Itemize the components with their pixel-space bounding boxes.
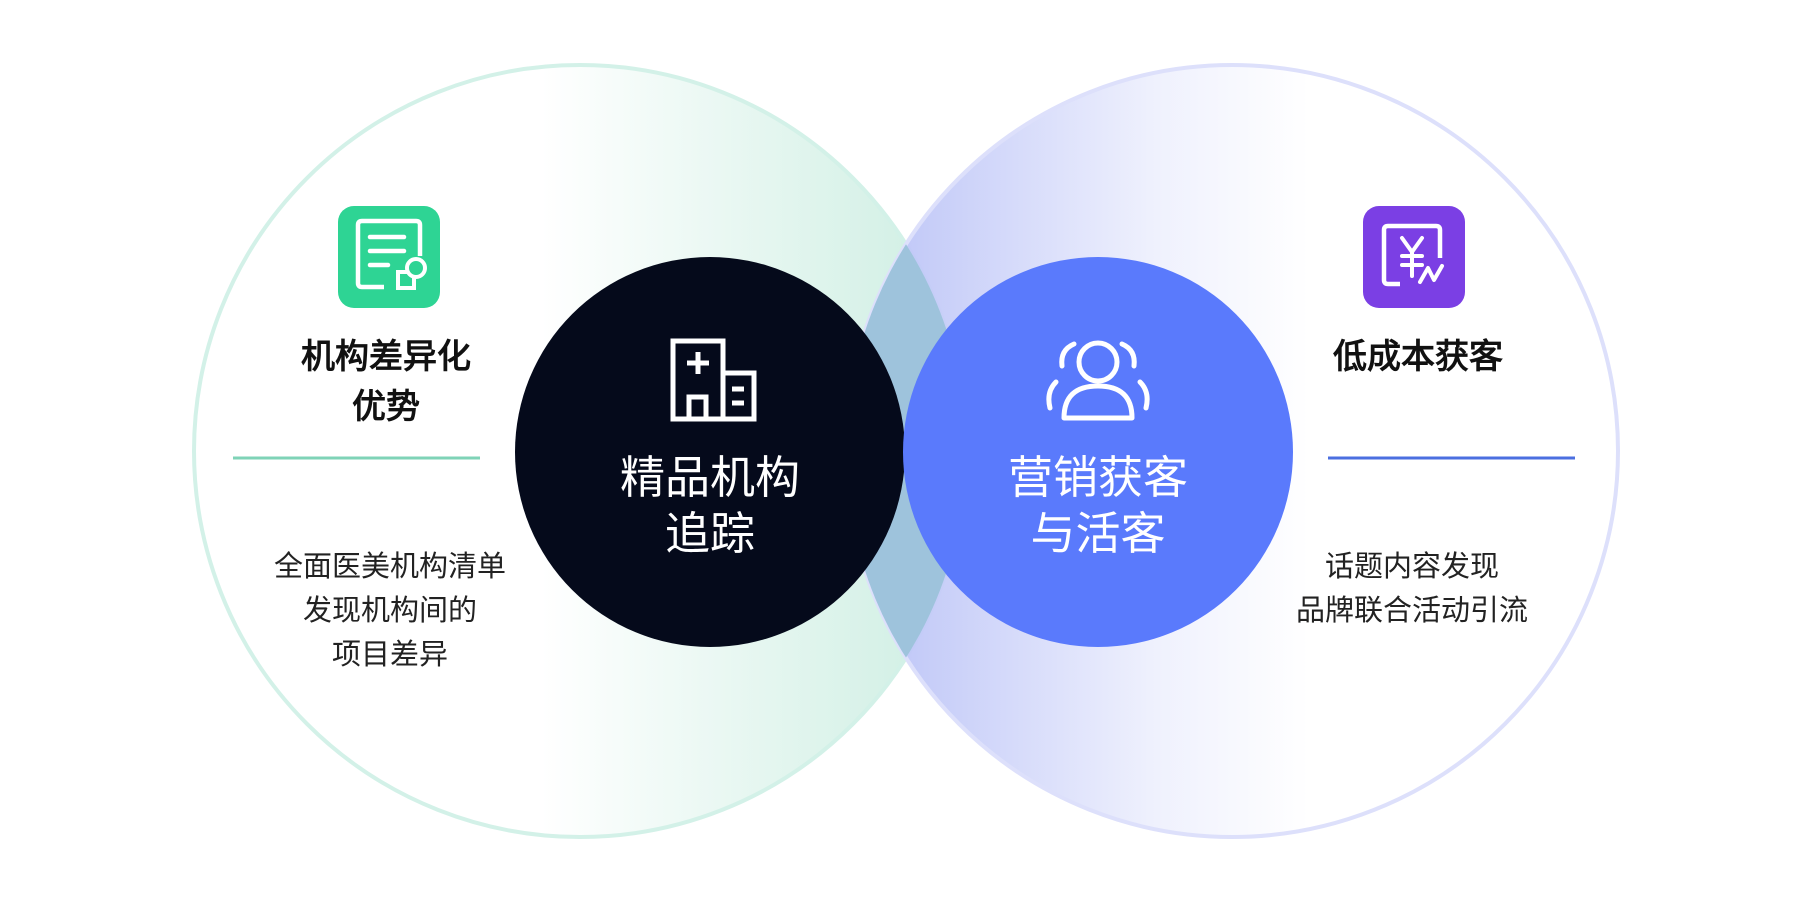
yen-receipt-icon bbox=[1363, 206, 1465, 308]
right-title-line-1: 低成本获客 bbox=[1333, 337, 1503, 377]
right-title: 低成本获客 bbox=[1268, 332, 1568, 382]
left-title-line-2: 优势 bbox=[352, 387, 420, 427]
left-desc-line-3: 项目差异 bbox=[331, 637, 448, 671]
right-description: 话题内容发现 品牌联合活动引流 bbox=[1262, 544, 1562, 632]
document-icon bbox=[338, 206, 440, 308]
users-icon bbox=[1046, 340, 1150, 421]
left-title-line-1: 机构差异化 bbox=[301, 337, 471, 377]
dark-center-circle bbox=[515, 257, 905, 647]
left-description: 全面医美机构清单 发现机构间的 项目差异 bbox=[240, 544, 540, 676]
left-title: 机构差异化 优势 bbox=[236, 332, 536, 432]
center-left-line-2: 追踪 bbox=[664, 507, 755, 560]
center-left-label: 精品机构 追踪 bbox=[560, 450, 860, 562]
right-desc-line-1: 话题内容发现 bbox=[1324, 549, 1499, 583]
hospital-building-icon bbox=[670, 338, 757, 422]
right-desc-line-2: 品牌联合活动引流 bbox=[1295, 593, 1528, 627]
center-right-line-1: 营销获客 bbox=[1007, 451, 1188, 504]
blue-center-circle bbox=[903, 257, 1293, 647]
left-desc-line-2: 发现机构间的 bbox=[302, 593, 477, 627]
center-left-line-1: 精品机构 bbox=[619, 451, 800, 504]
center-right-line-2: 与活客 bbox=[1030, 507, 1166, 560]
center-right-label: 营销获客 与活客 bbox=[948, 450, 1248, 562]
left-desc-line-1: 全面医美机构清单 bbox=[273, 549, 506, 583]
